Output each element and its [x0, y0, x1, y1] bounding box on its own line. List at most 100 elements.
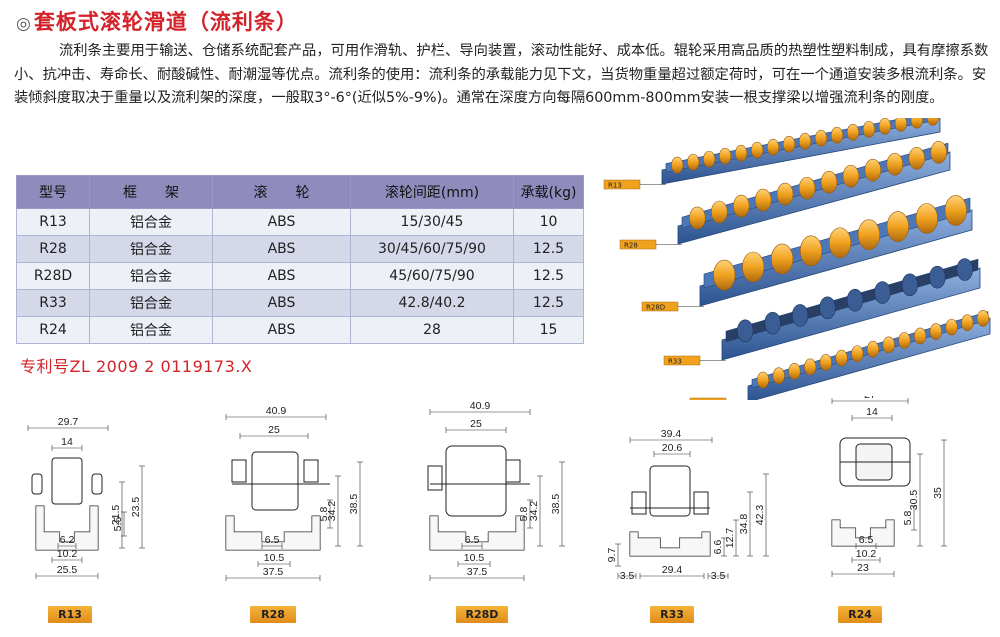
- dim-label: 38.5: [348, 494, 360, 515]
- roller: [866, 340, 880, 358]
- roller: [819, 354, 832, 371]
- intro-text: 流利条主要用于输送、仓储系统配套产品，可用作滑轨、护栏、导向装置，滚动性能好、成…: [14, 43, 989, 106]
- dim-label: 25: [268, 424, 280, 436]
- roller: [842, 164, 860, 188]
- rail-r28: R28: [619, 141, 951, 250]
- profile-fill: [832, 520, 894, 546]
- dim-label: 34.2: [326, 501, 338, 522]
- dim-label: 40.9: [266, 405, 287, 417]
- roller: [961, 314, 974, 332]
- roller: [791, 304, 809, 327]
- cell-load: 15: [513, 316, 584, 344]
- roller: [820, 170, 838, 194]
- roller: [929, 323, 942, 340]
- roller: [862, 120, 875, 138]
- rail-r24: R24: [689, 309, 991, 401]
- roller-outline: [445, 445, 507, 517]
- dim-label: 25: [470, 418, 482, 430]
- roller: [864, 158, 882, 182]
- dim-label: 37.5: [467, 566, 488, 578]
- roller: [788, 362, 801, 380]
- intro-paragraph: 流利条主要用于输送、仓储系统配套产品，可用作滑轨、护栏、导向装置，滚动性能好、成…: [14, 40, 989, 111]
- dim-label: 6.5: [465, 534, 480, 546]
- rail-r13: R13: [603, 118, 941, 190]
- roller: [886, 211, 909, 242]
- roller: [857, 219, 881, 250]
- cell-model: R13: [16, 208, 90, 236]
- header-model: 型号: [16, 175, 90, 209]
- roller: [886, 152, 903, 176]
- cell-frame: 铝合金: [89, 262, 213, 290]
- photo-label-text: R28: [624, 242, 638, 250]
- roller: [711, 200, 728, 224]
- cell-pitch: 45/60/75/90: [350, 262, 514, 290]
- dim-label: 14: [866, 406, 878, 418]
- table-row: R28 铝合金 ABS 30/45/60/75/90 12.5: [16, 235, 584, 263]
- roller-outline: [649, 465, 691, 517]
- roller: [976, 309, 990, 327]
- roller: [835, 349, 848, 367]
- side-wall: [693, 491, 709, 515]
- cell-pitch: 15/30/45: [350, 208, 514, 236]
- side-wall: [303, 459, 319, 483]
- roller: [798, 132, 812, 150]
- roller: [914, 327, 927, 345]
- dim-label: 5.5: [112, 517, 124, 532]
- table-row: R28D 铝合金 ABS 45/60/75/90 12.5: [16, 262, 584, 290]
- roller: [944, 195, 967, 226]
- drawing-tag-r24: R24: [838, 606, 882, 623]
- dim-label: 34.8: [738, 514, 750, 535]
- dim-label: 14: [61, 436, 73, 448]
- roller: [751, 141, 764, 159]
- dim-label: 23.5: [130, 497, 142, 518]
- roller: [945, 318, 958, 336]
- dim-label: 10.2: [57, 548, 78, 560]
- patent-number: 专利号ZL 2009 2 0119173.X: [20, 357, 253, 376]
- roller: [766, 138, 780, 156]
- dim-label: 9.7: [606, 548, 618, 563]
- roller: [804, 358, 817, 376]
- rail-r28d: R28D: [641, 195, 973, 312]
- dim-label: 35: [932, 487, 944, 499]
- cell-frame: 铝合金: [89, 316, 213, 344]
- side-wall: [231, 459, 247, 483]
- roller: [776, 182, 794, 206]
- cell-pitch: 42.8/40.2: [350, 289, 514, 317]
- dim-label: 37.5: [263, 566, 284, 578]
- dim-label: 10.2: [856, 548, 877, 560]
- drawing-tag-r28: R28: [250, 606, 296, 623]
- roller: [926, 118, 939, 126]
- table-row: R13 铝合金 ABS 15/30/45 10: [16, 208, 584, 236]
- roller: [956, 258, 974, 281]
- title-text: 套板式滚轮滑道（流利条）: [33, 10, 298, 34]
- profile-fill: [36, 506, 98, 550]
- roller: [828, 227, 852, 259]
- cell-pitch: 28: [350, 316, 514, 344]
- cell-load: 12.5: [513, 289, 584, 317]
- roller: [882, 336, 895, 354]
- photo-label-text: R13: [608, 182, 622, 190]
- flange: [427, 465, 443, 491]
- table-header-row: 型号 框 架 滚 轮 滚轮间距(mm) 承载(kg): [16, 175, 584, 209]
- photo-label-text: R28D: [646, 304, 665, 312]
- roller: [929, 265, 946, 289]
- roller: [898, 332, 911, 349]
- dim-label: 6.5: [859, 534, 874, 546]
- dim-label: 3.5: [620, 570, 635, 582]
- photo-label-text: R24: [694, 400, 708, 401]
- profile-fill: [430, 516, 524, 550]
- dim-label: 6.6: [712, 540, 724, 555]
- roller: [814, 129, 828, 147]
- rail-r33: R33: [663, 258, 981, 366]
- roller: [799, 235, 823, 267]
- roller: [703, 150, 716, 168]
- roller: [772, 367, 785, 384]
- roller: [687, 153, 700, 171]
- profile-fill: [630, 532, 710, 556]
- roller: [894, 118, 907, 132]
- dim-label: 5.8: [902, 511, 914, 526]
